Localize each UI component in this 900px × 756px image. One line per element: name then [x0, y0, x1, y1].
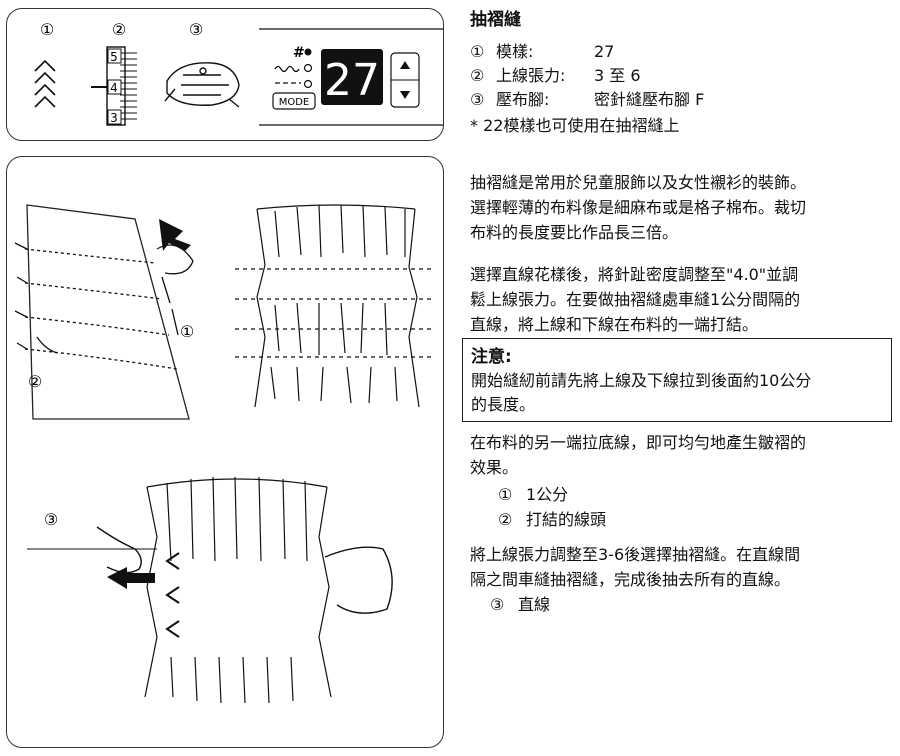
spec-num: ③ [470, 90, 485, 109]
control-display: # MODE 27 [259, 28, 443, 126]
hash-label: # [293, 45, 305, 61]
list-item: ① 1公分 [498, 482, 606, 507]
fabric-step3 [144, 476, 332, 704]
settings-illustration: ① ② ③ 5 4 3 [34, 20, 443, 126]
settings-panel: ① ② ③ 5 4 3 [6, 8, 444, 141]
tension-mark-3: 3 [110, 111, 118, 125]
spec-num: ① [470, 42, 485, 61]
paragraph-gathering: 在布料的另一端拉底線，即可均勻地產生皺褶的 效果。 [470, 430, 890, 480]
caution-box: 注意: 開始縫紉前請先將上線及下線拉到後面約10公分 的長度。 [462, 338, 892, 422]
down-arrow-button[interactable] [400, 91, 410, 99]
spec-row-pattern: ① 模樣: 27 [470, 40, 890, 64]
callout-1cm: ① [180, 322, 194, 341]
callout-knot: ② [28, 372, 42, 391]
list-text: 1公分 [526, 485, 569, 504]
text-line: 的長度。 [471, 395, 536, 414]
text-line: 抽褶縫是常用於兒童服飾以及女性襯衫的裝飾。 [470, 173, 807, 192]
paragraph-intro: 抽褶縫是常用於兒童服飾以及女性襯衫的裝飾。 選擇輕薄的布料像是細麻布或是格子棉布… [470, 170, 890, 245]
spec-value: 3 至 6 [594, 66, 641, 85]
list-num: ③ [490, 595, 505, 614]
hands-icon [27, 526, 393, 614]
fabric-step1 [14, 204, 194, 420]
pattern-note: * 22模樣也可使用在抽褶縫上 [470, 116, 680, 135]
text-line: 鬆上線張力。在要做抽褶縫處車縫1公分間隔的 [470, 290, 801, 309]
spec-label: 壓布腳: [496, 90, 550, 109]
indicator-led-off-2 [303, 79, 313, 89]
list-text: 直線 [518, 595, 551, 614]
callout-list-2: ③ 直線 [490, 592, 550, 617]
text-line: 選擇輕薄的布料像是細麻布或是格子棉布。裁切 [470, 198, 807, 217]
callout-pattern: ① [40, 20, 54, 39]
mode-button-label: MODE [279, 97, 310, 108]
spec-value: 27 [594, 42, 615, 61]
callout-foot: ③ [189, 20, 203, 39]
tension-mark-4: 4 [110, 81, 118, 95]
text-line: 在布料的另一端拉底線，即可均勻地產生皺褶的 [470, 433, 807, 452]
left-arrow-icon [107, 567, 155, 589]
pattern-number: 27 [324, 55, 380, 106]
list-num: ① [498, 485, 513, 504]
instructions-column: 抽褶縫 ① 模樣: 27 ② 上線張力: 3 至 6 ③ 壓布腳: 密針縫壓布腳… [470, 8, 890, 138]
smocking-illustration: ① ② [14, 204, 433, 704]
caution-title: 注意: [471, 347, 512, 367]
text-line: 隔之間車縫抽褶縫，完成後抽去所有的直線。 [470, 570, 791, 589]
list-item: ③ 直線 [490, 592, 550, 617]
spec-label: 上線張力: [496, 66, 566, 85]
indicator-led-on [304, 48, 312, 56]
spec-label: 模樣: [496, 42, 534, 61]
presser-foot-icon [164, 62, 240, 108]
list-text: 打結的線頭 [526, 510, 607, 529]
pattern-display [321, 49, 383, 105]
paragraph-smocking: 將上線張力調整至3-6後選擇抽褶縫。在直線間 隔之間車縫抽褶縫，完成後抽去所有的… [470, 542, 890, 592]
spec-value: 密針縫壓布腳 F [594, 90, 705, 109]
text-line: 直線，將上線和下線在布料的一端打結。 [470, 315, 759, 334]
smocking-stitch-rows [165, 552, 180, 638]
list-item: ② 打結的線頭 [498, 507, 606, 532]
illustration-panel: ① ② [6, 156, 444, 748]
text-line: 效果。 [470, 458, 519, 477]
tension-mark-5: 5 [110, 50, 118, 64]
tension-dial-icon: 5 4 3 [91, 46, 137, 126]
paragraph-preparation: 選擇直線花樣後，將針趾密度調整至"4.0"並調 鬆上線張力。在要做抽褶縫處車縫1… [470, 262, 890, 337]
text-line: 選擇直線花樣後，將針趾密度調整至"4.0"並調 [470, 265, 799, 284]
text-line: 開始縫紉前請先將上線及下線拉到後面約10公分 [471, 371, 812, 390]
pull-arrow-icon [159, 219, 191, 251]
text-line: 布料的長度要比作品長三倍。 [470, 223, 679, 242]
indicator-led-off [303, 63, 313, 73]
spec-num: ② [470, 66, 485, 85]
spec-row-tension: ② 上線張力: 3 至 6 [470, 64, 890, 88]
mode-button[interactable] [272, 92, 316, 110]
smocking-pattern-icon [34, 59, 56, 108]
callout-list-1: ① 1公分 ② 打結的線頭 [498, 482, 606, 532]
page-title: 抽褶縫 [470, 10, 521, 30]
list-num: ② [498, 510, 513, 529]
up-arrow-button[interactable] [400, 61, 410, 69]
spec-row-foot: ③ 壓布腳: 密針縫壓布腳 F [470, 88, 890, 112]
callout-straight-line: ③ [44, 510, 58, 529]
stitch-zigzag-icon [274, 65, 300, 73]
fabric-step2 [235, 204, 433, 408]
text-line: 將上線張力調整至3-6後選擇抽褶縫。在直線間 [470, 545, 801, 564]
callout-tension: ② [112, 20, 126, 39]
